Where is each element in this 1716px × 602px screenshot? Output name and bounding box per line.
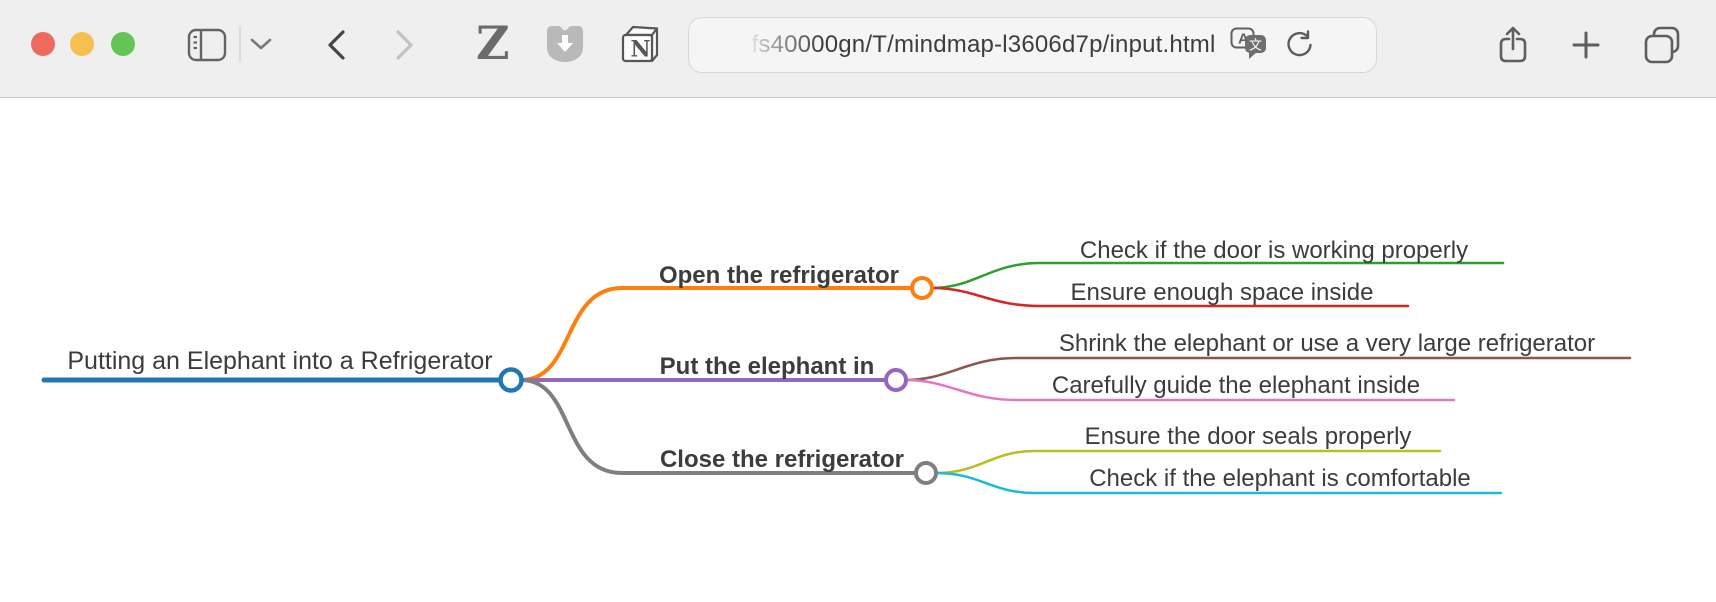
chevron-down-icon[interactable] bbox=[248, 36, 276, 54]
branch-link-close bbox=[519, 378, 918, 475]
open-node-toggle[interactable] bbox=[910, 276, 934, 300]
reload-button[interactable] bbox=[1284, 30, 1314, 60]
child-link-enough-space bbox=[930, 286, 1410, 308]
close-window-button[interactable] bbox=[31, 32, 55, 56]
mindmap-page: Putting an Elephant into a Refrigerator … bbox=[0, 98, 1716, 602]
minimize-window-button[interactable] bbox=[70, 32, 94, 56]
sidebar-toggle-icon[interactable] bbox=[186, 26, 228, 64]
branch-link-open bbox=[519, 286, 914, 382]
translate-latin-glyph: A bbox=[1238, 31, 1249, 48]
address-bar[interactable]: fs40000gn/T/mindmap-l3606d7p/input.html … bbox=[688, 17, 1377, 73]
zoom-window-button[interactable] bbox=[111, 32, 135, 56]
branch-label-close: Close the refrigerator bbox=[660, 446, 904, 473]
zotero-extension-icon[interactable]: Z bbox=[476, 16, 510, 70]
child-link-elephant-comfortable bbox=[934, 471, 1503, 495]
window-controls bbox=[31, 32, 135, 56]
notion-letter: N bbox=[631, 37, 651, 63]
notion-extension-icon[interactable]: N bbox=[616, 22, 664, 70]
toolbar-divider bbox=[239, 26, 241, 62]
close-node-toggle[interactable] bbox=[914, 461, 938, 485]
url-text: fs40000gn/T/mindmap-l3606d7p/input.html bbox=[751, 31, 1216, 58]
child-label-shrink-elephant: Shrink the elephant or use a very large … bbox=[1059, 330, 1595, 357]
download-arrow-icon bbox=[557, 35, 573, 52]
new-tab-button[interactable] bbox=[1571, 30, 1601, 60]
child-link-shrink-elephant bbox=[904, 356, 1632, 382]
child-link-door-working bbox=[930, 261, 1505, 290]
child-label-guide-elephant: Carefully guide the elephant inside bbox=[1052, 372, 1420, 399]
child-link-door-seals bbox=[934, 449, 1442, 475]
mindmap-svg: Putting an Elephant into a Refrigerator … bbox=[41, 237, 1632, 495]
forward-button[interactable] bbox=[392, 28, 418, 62]
put-node-toggle[interactable] bbox=[884, 368, 908, 392]
browser-toolbar: Z N fs40000gn/T/mindmap-l3606d7p/input.h… bbox=[0, 0, 1716, 98]
back-button[interactable] bbox=[324, 28, 350, 62]
child-label-enough-space: Ensure enough space inside bbox=[1071, 279, 1374, 306]
tab-overview-button[interactable] bbox=[1642, 25, 1684, 65]
downie-extension-icon[interactable] bbox=[544, 24, 586, 66]
child-label-door-working: Check if the door is working properly bbox=[1080, 237, 1468, 264]
translate-icon[interactable]: A 文 bbox=[1230, 27, 1270, 63]
child-label-elephant-comfortable: Check if the elephant is comfortable bbox=[1089, 465, 1471, 492]
share-button[interactable] bbox=[1495, 23, 1531, 67]
child-link-guide-elephant bbox=[904, 378, 1456, 402]
translate-cjk-glyph: 文 bbox=[1249, 38, 1262, 53]
child-label-door-seals: Ensure the door seals properly bbox=[1085, 423, 1412, 450]
branch-label-open: Open the refrigerator bbox=[659, 262, 899, 289]
branch-label-put: Put the elephant in bbox=[660, 353, 875, 380]
mindmap-root-label: Putting an Elephant into a Refrigerator bbox=[67, 347, 492, 375]
root-node-toggle[interactable] bbox=[498, 367, 524, 393]
